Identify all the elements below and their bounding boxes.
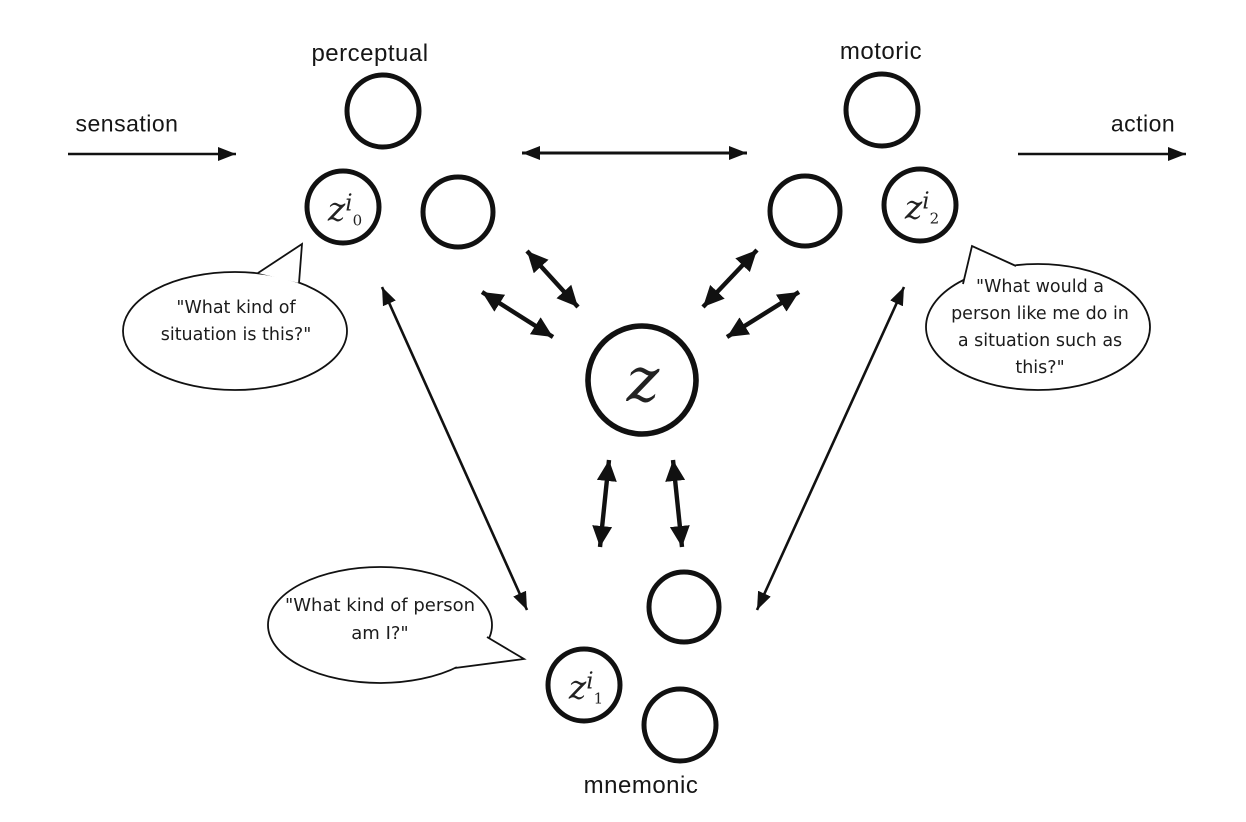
speech-bubble-perceptual-tail <box>257 242 304 284</box>
motoric-latent-node-circle <box>881 166 959 244</box>
mnemonic-speech-bubble-text: "What kind of person am I?" <box>284 595 476 644</box>
perceptual-speech-bubble-text: "What kind of situation is this?" <box>160 297 312 345</box>
subscript-index: 0 <box>352 211 363 230</box>
speech-bubble-perceptual-shape <box>122 242 348 391</box>
z-symbol: z <box>568 667 587 707</box>
sensation-flow-label: sensation <box>75 110 179 137</box>
subscript-index: 1 <box>593 689 604 708</box>
mnemonic-latent-node-circle <box>545 646 623 724</box>
motoric-speech-bubble-text: "What would a person like me do in a sit… <box>951 276 1129 379</box>
mnemonic-cluster-label: mnemonic <box>583 772 699 799</box>
superscript-i: i <box>922 188 930 215</box>
action-flow-label: action <box>1110 110 1176 137</box>
z-motoric-arrow-lower <box>725 290 801 339</box>
speech-bubble-mnemonic-tail <box>454 636 527 669</box>
z-mnemonic-arrow-right <box>665 459 690 548</box>
z-perceptual-arrow-lower <box>480 290 555 339</box>
z-symbol: z <box>904 187 923 227</box>
z-perceptual-arrow-upper <box>525 249 580 309</box>
z0-z1-link-arrow <box>380 286 529 611</box>
superscript-i: i <box>586 668 594 695</box>
speech-bubble-motoric-shape <box>925 244 1151 391</box>
motoric-node-circle <box>767 173 843 249</box>
mnemonic-node-circle <box>641 686 719 764</box>
perceptual-node-circle <box>420 174 496 250</box>
z2-z1-link-arrow <box>755 286 906 611</box>
z-motoric-arrow-upper <box>701 248 759 309</box>
speech-bubble-mnemonic-shape <box>267 566 527 684</box>
superscript-i: i <box>345 190 353 217</box>
mnemonic-latent-label: zi1 <box>568 667 603 707</box>
central-latent-label: z <box>626 343 660 416</box>
motoric-latent-label: zi2 <box>904 187 939 227</box>
perceptual-node-circle <box>344 72 422 150</box>
motoric-cluster-label: motoric <box>839 38 923 65</box>
speech-bubble-motoric-tail <box>962 244 1017 285</box>
z-mnemonic-arrow-left <box>592 459 617 548</box>
perceptual-latent-label: zi0 <box>327 189 362 229</box>
z-symbol: z <box>327 189 346 229</box>
motoric-node-circle <box>843 71 921 149</box>
perceptual-cluster-label: perceptual <box>311 40 429 67</box>
subscript-index: 2 <box>929 209 940 228</box>
mnemonic-node-circle <box>646 569 722 645</box>
perceptual-latent-node-circle <box>304 168 382 246</box>
central-latent-node-circle <box>585 323 699 437</box>
